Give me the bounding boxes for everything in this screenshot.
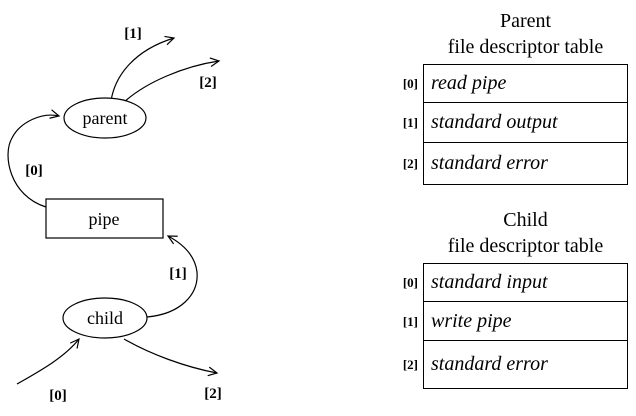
fd-index-label: [2] (402, 156, 418, 171)
child-fd-table-body: [0] standard input [1] write pipe [2] st… (395, 263, 628, 389)
arrow-child-write-to-pipe (146, 235, 198, 318)
child-node-label: child (87, 308, 123, 328)
child-fd-table-title-line1: Child (503, 209, 548, 231)
arrow-child-stdin (16, 337, 80, 385)
fd-cell-value: write pipe (423, 302, 628, 341)
fd-cell-value: standard output (423, 103, 628, 143)
parent-fd-table-body: [0] read pipe [1] standard output [2] st… (395, 64, 628, 185)
arrow-parent-stderr (121, 57, 221, 105)
fd-index-label: [0] (402, 274, 418, 290)
edge-label-parent-stdout: [1] (124, 26, 142, 42)
table-row: [0] read pipe (395, 64, 628, 103)
arrow-parent-stdout (110, 35, 176, 102)
fd-cell-value: standard error (423, 341, 628, 389)
parent-fd-table: Parent file descriptor table [0] read pi… (395, 8, 628, 185)
parent-node-label: parent (83, 108, 128, 128)
process-pipe-diagram: parent pipe child [1] [2] [0] [1] [0] [2… (7, 26, 222, 404)
parent-process-ellipse (63, 97, 147, 139)
fd-index-label: [0] (402, 75, 418, 91)
child-process-ellipse (62, 297, 148, 339)
fd-cell-value: standard input (423, 263, 628, 302)
fd-index-label: [1] (402, 313, 418, 329)
table-row: [1] standard output (395, 103, 628, 143)
edge-label-parent-read-pipe: [0] (25, 163, 43, 179)
table-row: [0] standard input (395, 263, 628, 302)
fd-index-label: [2] (402, 357, 418, 372)
table-row: [2] standard error (395, 341, 628, 389)
fd-index-label: [1] (402, 115, 418, 130)
parent-fd-table-title: Parent file descriptor table (423, 8, 628, 60)
table-row: [2] standard error (395, 143, 628, 185)
parent-fd-table-title-line2: file descriptor table (447, 36, 604, 58)
parent-fd-table-title-line1: Parent (499, 10, 552, 32)
edge-label-parent-stderr: [2] (199, 75, 217, 91)
fd-cell-value: read pipe (423, 64, 628, 103)
child-fd-table-title: Child file descriptor table (423, 207, 628, 259)
child-fd-table-title-line2: file descriptor table (447, 235, 604, 257)
arrow-pipe-to-parent-read (7, 109, 61, 208)
table-row: [1] write pipe (395, 302, 628, 341)
child-fd-table: Child file descriptor table [0] standard… (395, 207, 628, 389)
edge-label-child-stderr: [2] (204, 386, 222, 402)
pipe-rect (45, 198, 164, 239)
edge-label-child-stdin: [0] (49, 388, 67, 404)
edge-label-child-write-pipe: [1] (169, 266, 187, 282)
pipe-node-label: pipe (89, 209, 120, 229)
fd-cell-value: standard error (423, 143, 628, 185)
arrow-child-stderr (123, 338, 219, 377)
